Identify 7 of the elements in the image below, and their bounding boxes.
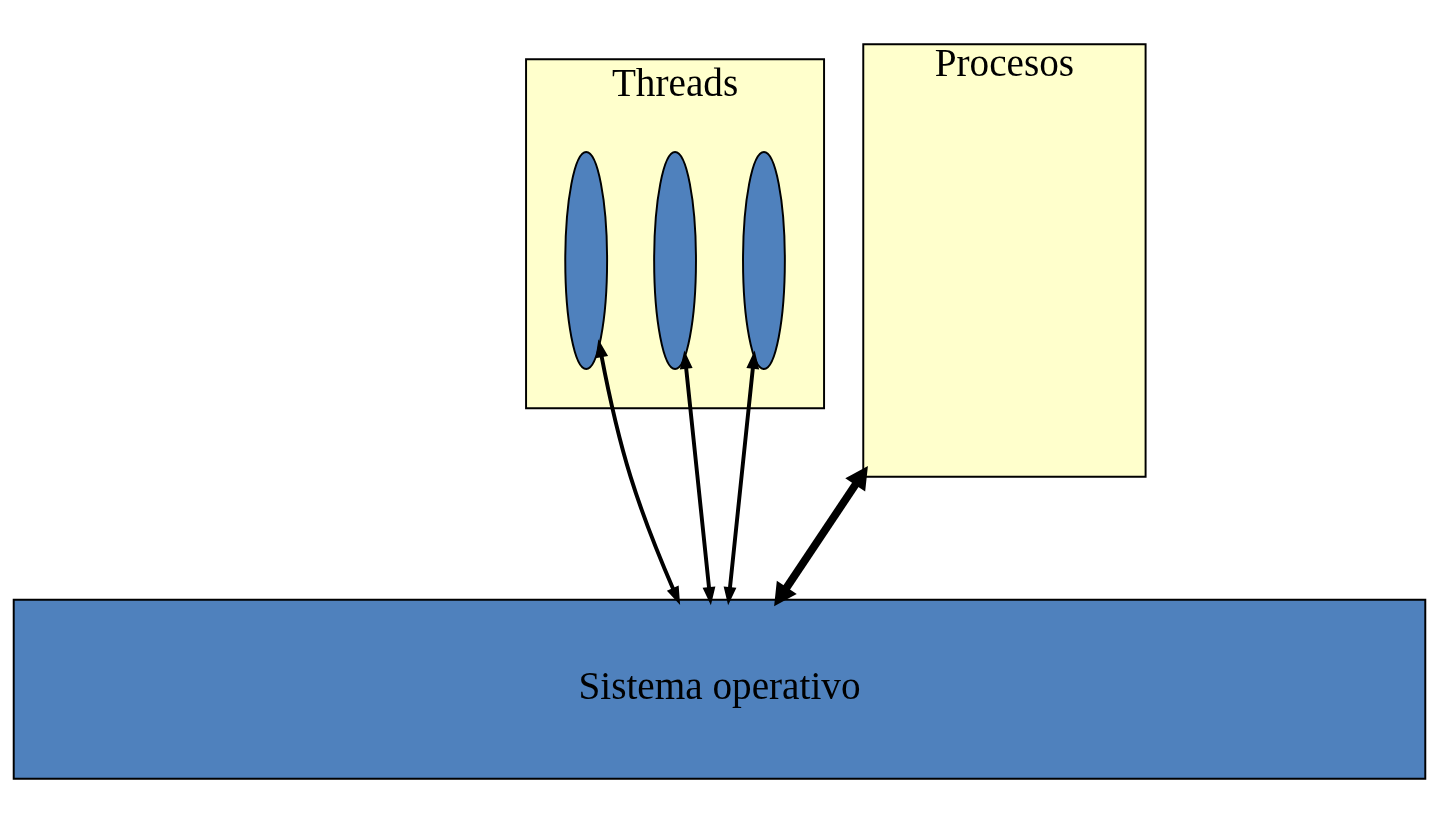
arrow xyxy=(774,466,868,607)
node-box: Sistema operativo xyxy=(12,598,1427,780)
arrow xyxy=(595,339,681,605)
node-box: Procesos xyxy=(862,43,1147,478)
arrow xyxy=(679,350,716,606)
cluster: Threads xyxy=(525,58,826,410)
arrow xyxy=(723,350,760,606)
